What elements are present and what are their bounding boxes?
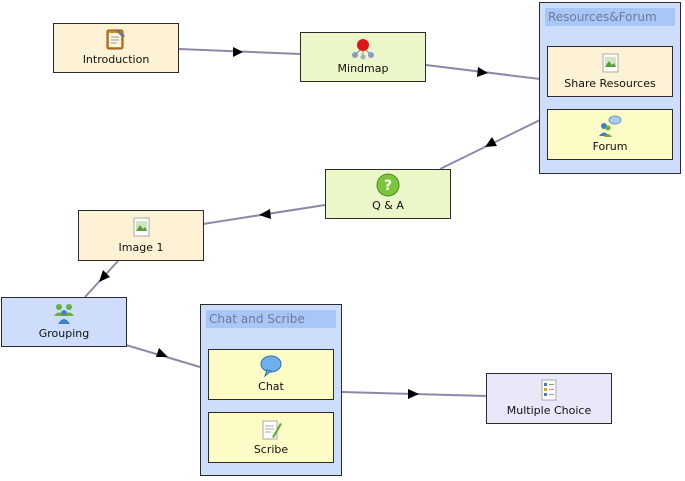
question-icon: ? [376,173,400,197]
group-title: Chat and Scribe [206,310,336,328]
node-label: Multiple Choice [506,404,592,417]
node-share-resources[interactable]: Share Resources [547,46,673,97]
node-label: Scribe [253,443,289,456]
arrowhead [477,67,488,77]
group-people-icon [54,304,74,324]
arrowhead [99,270,110,282]
edge-introduction-mindmap [178,48,301,55]
node-multiple-choice[interactable]: Multiple Choice [486,373,612,424]
svg-text:?: ? [384,178,392,194]
node-introduction[interactable]: Introduction [53,23,179,73]
arrowhead [156,348,168,357]
node-label: Chat [258,380,284,393]
edge-image1-grouping [84,260,119,298]
edge-chatscribe-multiplechoice [341,391,488,397]
group-chat-scribe[interactable]: Chat and Scribe Chat Scribe [200,304,342,476]
node-label: Forum [592,140,628,153]
arrowhead [259,209,271,219]
checklist-icon [541,379,557,401]
edge-mindmap-resources [425,64,541,80]
mindmap-icon [352,39,374,60]
arrowhead [408,389,419,399]
group-resources-forum[interactable]: Resources&Forum Share Resources Forum [539,2,681,174]
edge-grouping-chatscribe [125,344,201,368]
node-grouping[interactable]: Grouping [1,297,127,347]
node-qa[interactable]: ? Q & A [325,169,451,219]
node-label: Grouping [38,327,90,340]
node-chat[interactable]: Chat [208,349,334,400]
node-label: Introduction [82,53,150,66]
node-image1[interactable]: Image 1 [78,210,204,261]
node-forum[interactable]: Forum [547,109,673,160]
group-title: Resources&Forum [545,8,675,26]
scribe-icon [262,420,282,440]
node-label: Mindmap [337,62,389,75]
node-label: Image 1 [118,241,164,254]
notepad-icon [106,29,125,50]
arrowhead [233,47,243,57]
node-mindmap[interactable]: Mindmap [300,32,426,82]
node-label: Q & A [372,199,404,212]
node-label: Share Resources [564,77,656,90]
image-doc-icon [602,53,619,73]
node-scribe[interactable]: Scribe [208,412,334,463]
arrowhead [485,137,497,147]
people-chat-icon [599,115,622,137]
speech-bubble-icon [260,355,282,378]
edge-qa-image1 [202,204,326,225]
image-doc-icon [133,217,150,237]
edge-resources-qa [439,119,541,170]
